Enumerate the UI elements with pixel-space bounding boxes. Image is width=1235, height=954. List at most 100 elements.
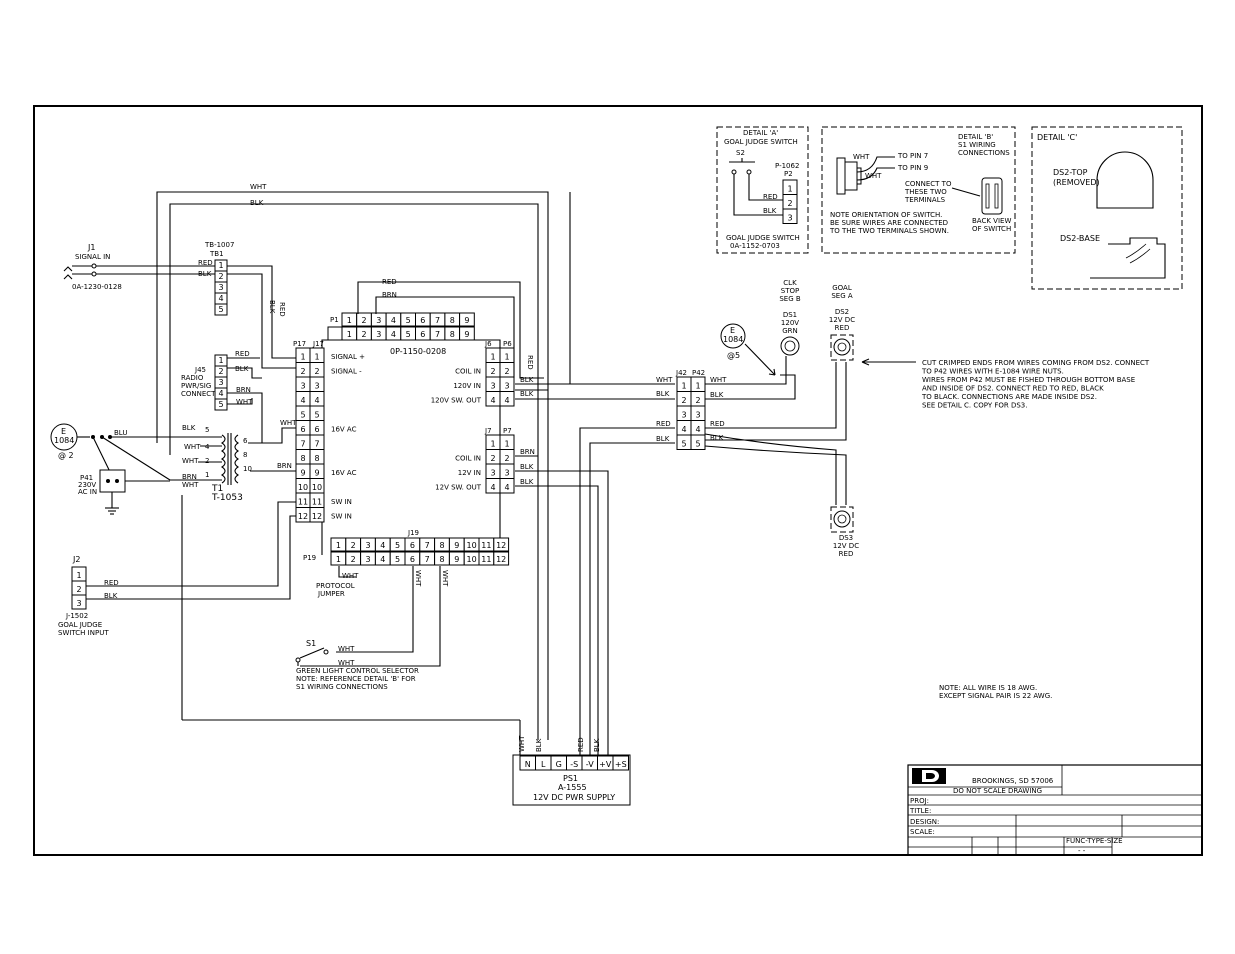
svg-text:WHT: WHT: [338, 659, 355, 667]
svg-text:PS1: PS1: [563, 774, 578, 783]
svg-text:TERMINALS: TERMINALS: [904, 196, 946, 204]
e1084-wire-nut-left: E 1084 @ 2: [50, 423, 78, 460]
j19-pin: 6: [410, 541, 415, 550]
j42-pin: 5: [681, 440, 686, 449]
tb1-cell: [214, 303, 228, 316]
svg-text:WHT: WHT: [342, 572, 359, 580]
j1-title: SIGNAL IN: [75, 253, 110, 261]
j45-label: PWR/SIG: [181, 382, 211, 390]
p1-pin: 8: [450, 316, 455, 325]
ds1-label: 120V: [781, 319, 799, 327]
note-awg-line: NOTE: ALL WIRE IS 18 AWG.: [939, 684, 1037, 692]
p42-pin: 3: [695, 411, 700, 420]
j2-pin: 3: [76, 599, 81, 608]
tb1-pin: 5: [218, 305, 223, 314]
svg-text:8: 8: [243, 451, 247, 459]
j45-pin: 5: [218, 400, 223, 409]
j42-pin: 2: [681, 396, 686, 405]
ps1-pin: -S: [570, 760, 578, 769]
p17-pin: 8: [300, 454, 305, 463]
svg-text:RED: RED: [278, 302, 286, 317]
p7-pin: 4: [504, 483, 509, 492]
j1b-cell: [459, 326, 475, 341]
svg-text:BLK: BLK: [268, 300, 276, 314]
j19-cell: [493, 537, 510, 552]
ds3-label: 12V DC: [833, 542, 859, 550]
p19-pin: 5: [395, 555, 400, 564]
p19-pin: 1: [336, 555, 341, 564]
svg-text:BLK: BLK: [656, 435, 670, 443]
svg-text:J17: J17: [312, 340, 324, 348]
svg-text:A-1555: A-1555: [558, 783, 587, 792]
title-block: BROOKINGS, SD 57006 DO NOT SCALE DRAWING…: [907, 764, 1203, 856]
svg-text:SWITCH INPUT: SWITCH INPUT: [58, 629, 109, 637]
p17-pin: 12: [298, 512, 308, 521]
j45-pin: 2: [218, 367, 223, 376]
j17-signal: SIGNAL -: [331, 368, 362, 376]
j2-goal-judge-input: J2 123 J-1502 GOAL JUDGE SWITCH INPUT: [58, 555, 109, 637]
p19-pin: 8: [439, 555, 444, 564]
svg-text:DO NOT SCALE DRAWING: DO NOT SCALE DRAWING: [953, 787, 1042, 795]
daktronics-logo: [912, 768, 946, 784]
j17-pin: 5: [314, 411, 319, 420]
svg-text:E: E: [61, 427, 66, 436]
j17-pin: 11: [312, 498, 322, 507]
p42-cell: [690, 434, 706, 450]
j2-cell: [71, 594, 87, 610]
svg-text:WHT: WHT: [865, 172, 882, 180]
j1b-pin: 6: [420, 330, 425, 339]
svg-text:TITLE:: TITLE:: [909, 807, 931, 815]
p17-pin: 2: [300, 367, 305, 376]
p2-pin: 2: [787, 199, 792, 208]
p42-pin: 4: [695, 425, 700, 434]
svg-text:BRN: BRN: [382, 291, 397, 299]
tb1-pin: 2: [218, 272, 223, 281]
j1b-pin: 9: [464, 330, 469, 339]
p7-pin: 2: [504, 454, 509, 463]
svg-text:S1: S1: [306, 639, 316, 648]
detail-b: DETAIL 'B' S1 WIRING CONNECTIONS WHT WHT…: [821, 126, 1016, 254]
svg-text:0A-1152-0703: 0A-1152-0703: [730, 242, 780, 250]
note-line: TO P42 WIRES WITH E-1084 WIRE NUTS.: [921, 368, 1064, 376]
svg-text:BLK: BLK: [710, 391, 724, 399]
p19-pin: 9: [454, 555, 459, 564]
svg-text:P7: P7: [503, 427, 512, 435]
tb1-pin: 1: [218, 261, 223, 270]
svg-text:NOTE ORIENTATION OF SWITCH.: NOTE ORIENTATION OF SWITCH.: [830, 211, 942, 219]
p19-pin: 12: [496, 555, 506, 564]
p1-pin: 1: [347, 316, 352, 325]
svg-text:(REMOVED): (REMOVED): [1053, 178, 1100, 187]
j7-pin: 4: [490, 483, 495, 492]
j45-pin: 4: [218, 389, 223, 398]
ds2-label: GOAL: [832, 284, 852, 292]
svg-text:CONNECTIONS: CONNECTIONS: [958, 149, 1010, 157]
ds1-label: CLK: [783, 279, 797, 287]
svg-text:PROTOCOL: PROTOCOL: [316, 582, 355, 590]
p1-pin: 9: [464, 316, 469, 325]
p42-pin: 2: [695, 396, 700, 405]
svg-text:DETAIL 'C': DETAIL 'C': [1037, 133, 1077, 142]
p17-pin: 1: [300, 353, 305, 362]
svg-text:DETAIL 'B': DETAIL 'B': [958, 133, 993, 141]
svg-text:DS2-TOP: DS2-TOP: [1053, 168, 1088, 177]
j7-signal: 12V SW. OUT: [435, 484, 482, 492]
p19-pin: 2: [351, 555, 356, 564]
svg-text:12V DC PWR SUPPLY: 12V DC PWR SUPPLY: [533, 793, 615, 802]
svg-text:BLK: BLK: [520, 478, 534, 486]
svg-text:WHT: WHT: [710, 376, 727, 384]
svg-text:BLK: BLK: [182, 424, 196, 432]
j17-pin: 2: [314, 367, 319, 376]
p6-pin: 2: [504, 367, 509, 376]
svg-text:T1: T1: [211, 484, 223, 494]
ds3-label: RED: [839, 550, 854, 558]
j1b-pin: 2: [362, 330, 367, 339]
svg-text:WHT: WHT: [656, 376, 673, 384]
j1b-pin: 3: [376, 330, 381, 339]
svg-text:P1: P1: [330, 316, 339, 324]
j6-pin: 3: [490, 382, 495, 391]
svg-text:BLK: BLK: [710, 434, 724, 442]
svg-text:DETAIL 'A': DETAIL 'A': [743, 129, 778, 137]
